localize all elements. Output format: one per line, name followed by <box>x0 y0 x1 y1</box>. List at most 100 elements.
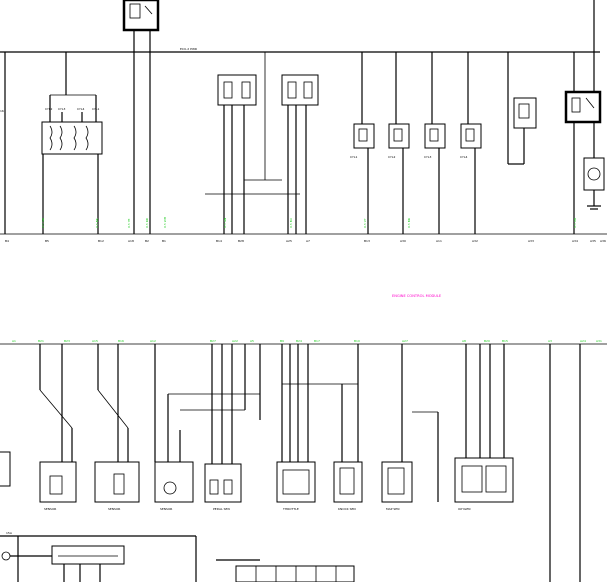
switch-b-blade <box>97 389 129 429</box>
top-wire-codes: 0.5 GR 0.5 BK 0.5 YE 0.5 RD 0.5 WH 0.5 GN 0.5 … <box>41 217 577 228</box>
ecu-pin-label: B15 <box>502 339 508 343</box>
fuel-pump-motor <box>587 167 601 181</box>
component-label-7: MAP SEN <box>386 507 399 511</box>
coil-windings <box>49 125 89 151</box>
injector-2 <box>388 52 410 234</box>
fuel-pump <box>583 157 605 191</box>
wire-code-label: 0.5 WH <box>163 217 167 228</box>
ecu-pin-label: B16 <box>118 339 124 343</box>
ecu-pin-label: B2 <box>145 239 149 243</box>
wire-code-label: 0.5 RD <box>145 217 149 228</box>
left-component-partial <box>0 451 11 487</box>
sensor-b-element <box>287 81 297 99</box>
relay-contact <box>144 5 153 15</box>
wire-code-label: 0.5 VT <box>363 218 367 228</box>
coil-label-3: CYL4 <box>77 107 85 111</box>
knock-sensor <box>333 344 363 503</box>
relay-coil <box>129 3 141 19</box>
ecu-pin-label: B21 <box>38 339 44 343</box>
wire-code-label: 0.5 BU <box>289 218 293 228</box>
coil-label-4: CYL1 <box>92 107 100 111</box>
coil-label-1: CYL2 <box>45 107 53 111</box>
map-sensor <box>381 344 439 503</box>
injector-4 <box>460 52 482 234</box>
sensor-a-element-2 <box>241 81 251 99</box>
component-label-8: OXYGEN <box>458 507 471 511</box>
switch-a-blade <box>39 389 73 429</box>
bus-label: ECU-2 PWR <box>180 47 197 51</box>
fp-relay-coil <box>571 97 581 113</box>
canister-valve-coil <box>518 103 530 119</box>
ecu-pin-label: B10 <box>354 339 360 343</box>
ecu-pin-label: B12 <box>98 239 104 243</box>
ecu-pin-label: A22 <box>232 339 238 343</box>
pedal-sensor <box>204 344 261 503</box>
ecu-pin-label: A5 <box>250 339 254 343</box>
fuse-label: 15A <box>6 531 13 535</box>
ecu-pin-label: A33 <box>528 239 534 243</box>
wire-code-label: 0.5 BK <box>95 217 99 228</box>
ecu-pin-label: B13 <box>364 239 370 243</box>
component-label-4: PEDAL SEN <box>213 507 230 511</box>
wire-code-label: 0.5 GR <box>41 218 45 228</box>
ecu-pin-label: A18 <box>128 239 134 243</box>
sensor-box-1 <box>39 344 77 503</box>
canister-valve <box>513 97 537 129</box>
component-label-6: KNOCK SEN <box>338 507 356 511</box>
ecu-pin-label: B14 <box>216 239 222 243</box>
wire-code-label: 0.5 GN <box>223 218 227 228</box>
throttle-body <box>276 344 358 503</box>
sensor-b-element-2 <box>303 81 313 99</box>
injector-3 <box>424 52 446 234</box>
ecu-pin-label: B28 <box>238 239 244 243</box>
sensor-box-2 <box>94 344 140 503</box>
component-label-1: SENSOR <box>44 507 56 511</box>
injector-1 <box>353 52 375 234</box>
lower-terminal <box>1 551 11 561</box>
main-relay <box>122 0 160 32</box>
wire-code-label: 0.5 YE <box>127 218 131 228</box>
lower-relay-strip <box>51 545 125 565</box>
ecu-pin-label: A27 <box>402 339 408 343</box>
ecu-pin-label: B4 <box>5 239 9 243</box>
ecu-pin-label: A3 <box>548 339 552 343</box>
ignition-coil-pack <box>41 121 103 155</box>
injector-label-4: CYL4 <box>460 155 468 159</box>
sensor-a-element <box>223 81 233 99</box>
injector-label-3: CYL3 <box>424 155 432 159</box>
ecu-pin-label: A11 <box>436 239 442 243</box>
ecu-pin-label: B24 <box>296 339 302 343</box>
wire-code-label: 0.5 OR <box>573 218 577 228</box>
lower-connector-block <box>235 565 355 582</box>
ecu-pin-label: A7 <box>306 239 310 243</box>
oxygen-sensor <box>454 344 514 503</box>
ecu-pin-label: A35 <box>590 239 596 243</box>
ecu-pin-label: B23 <box>64 339 70 343</box>
top-pin-labels: B4 B5 B12 A18 B2 B1 B14 B28 A25 A7 B13 A30 A11 A32 A33… <box>5 239 606 243</box>
ecu-pin-label: A15 <box>92 339 98 343</box>
fuel-pump-relay <box>564 90 602 124</box>
ecu-pin-label: A1 <box>12 339 16 343</box>
ecu-pin-label: A25 <box>286 239 292 243</box>
ecu-pin-label: B9 <box>280 339 284 343</box>
ecu-pin-label: A31 <box>596 339 602 343</box>
ecu-pin-label: A32 <box>472 239 478 243</box>
ecu-pin-label: B5 <box>45 239 49 243</box>
ecu-pin-label: A36 <box>600 239 606 243</box>
ecu-pin-label: B1 <box>162 239 166 243</box>
ecm-caption: ENGINE CONTROL MODULE <box>392 294 442 298</box>
ecu-pin-label: B20 <box>484 339 490 343</box>
fp-relay-contact <box>585 97 595 109</box>
ecu-pin-label: A24 <box>580 339 586 343</box>
wire-code-label: 0.5 BR <box>407 218 411 228</box>
component-label-2: SENSOR <box>108 507 120 511</box>
ecu-pin-label: A30 <box>400 239 406 243</box>
left-label: 16 <box>0 109 4 113</box>
ecu-pin-label: A12 <box>150 339 156 343</box>
ecu-pin-label: A8 <box>462 339 466 343</box>
injector-label-2: CYL2 <box>388 155 396 159</box>
component-label-3: SENSOR <box>160 507 172 511</box>
injector-label-1: CYL1 <box>350 155 358 159</box>
